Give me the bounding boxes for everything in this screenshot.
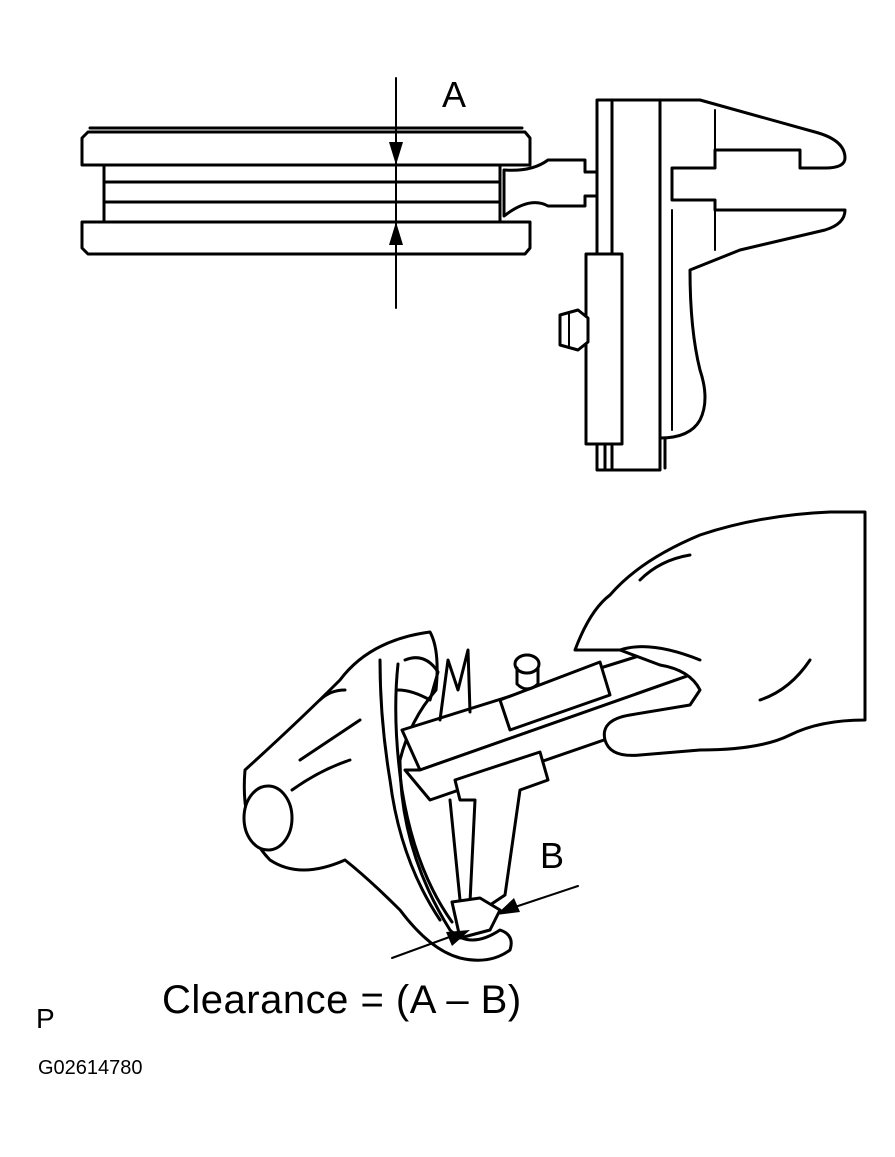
hand [573,510,867,757]
sleeve-cross-section [80,126,532,256]
shift-fork [242,630,513,962]
caliper-bottom [400,638,722,940]
clearance-formula: Clearance = (A – B) [162,978,522,1022]
dimension-b-arrows [391,885,579,959]
label-a: A [442,74,467,115]
figure-code: G02614780 [38,1057,143,1079]
corner-mark: P [36,1003,55,1034]
dimension-a-line [389,77,403,309]
caliper-top [502,98,847,472]
label-b: B [540,835,565,876]
